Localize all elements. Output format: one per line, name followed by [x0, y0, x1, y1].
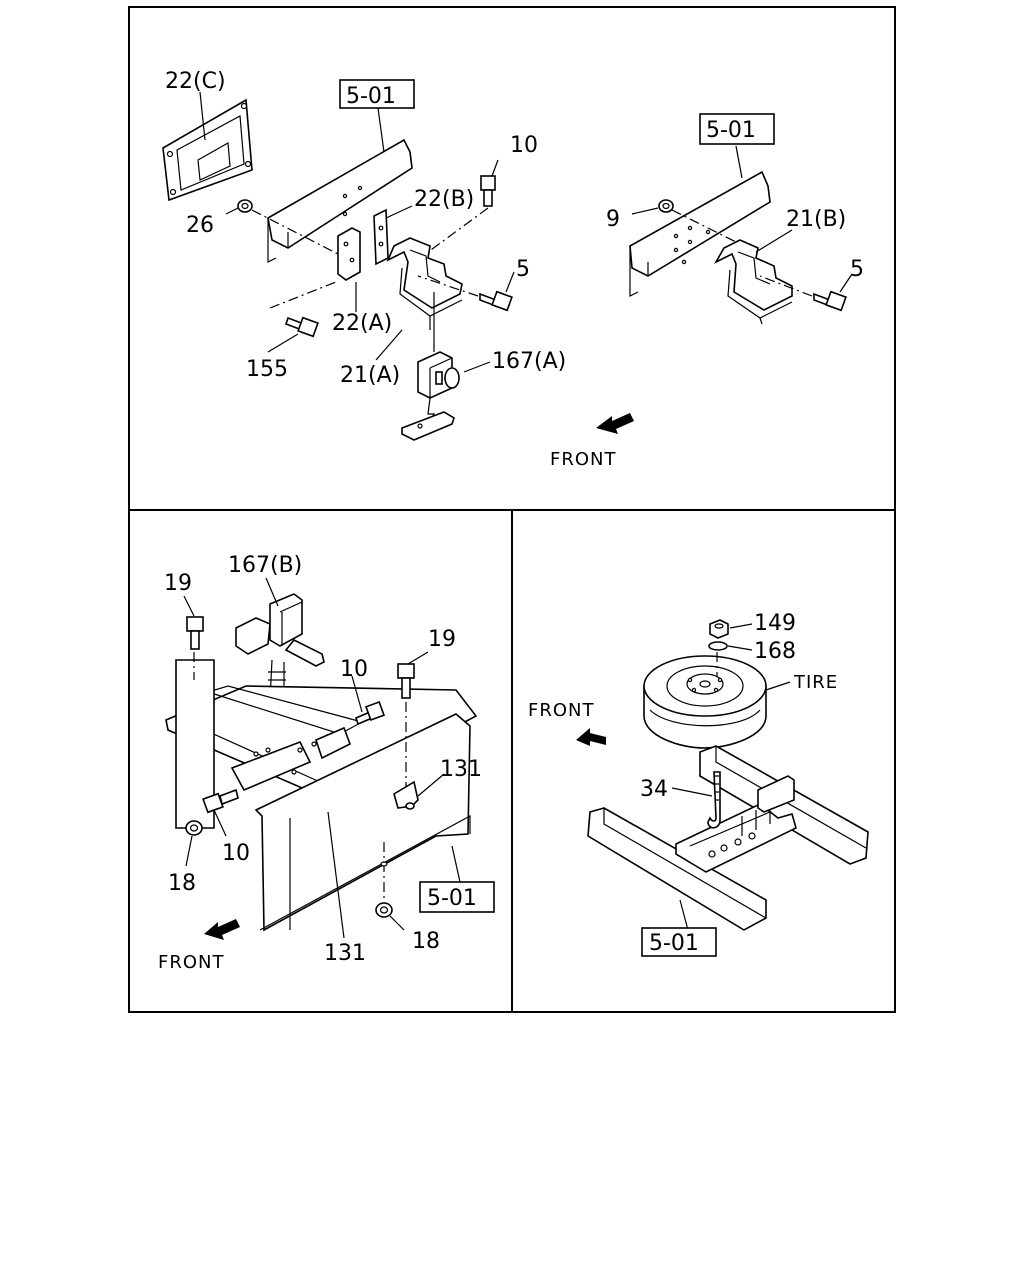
washer-168 — [708, 641, 728, 651]
bolt-10-lower — [202, 788, 239, 814]
label-22b: 22(B) — [414, 187, 474, 212]
nut-149 — [709, 619, 729, 639]
bracket-131-right — [393, 780, 419, 810]
panel-bottom-right: 149 168 TIRE FRONT 34 5-01 — [528, 611, 869, 957]
frame-ref-box-c — [419, 881, 495, 913]
label-bolt-19-left: 19 — [164, 571, 192, 596]
label-bolt-10: 10 — [510, 133, 538, 158]
nut-18-right — [375, 902, 393, 918]
label-hook-34: 34 — [640, 777, 668, 802]
bracket-22c-plate — [162, 98, 253, 202]
label-167b: 167(B) — [228, 553, 302, 578]
label-tire: TIRE — [793, 672, 838, 693]
frame-rail-right — [629, 170, 771, 297]
bolt-5-right — [813, 290, 847, 312]
label-frame-ref-d: 5-01 — [649, 931, 699, 956]
carrier-167a — [401, 292, 460, 441]
front-arrow-bottom-right — [576, 728, 606, 746]
bracket-22b — [373, 208, 389, 266]
carrier-167b — [235, 593, 325, 701]
label-21b: 21(B) — [786, 207, 846, 232]
bracket-22a — [337, 227, 361, 281]
label-131-bottom: 131 — [324, 941, 366, 966]
frame-rail-bottom-right — [587, 745, 869, 931]
label-167a: 167(A) — [492, 349, 566, 374]
label-frame-ref-a: 5-01 — [346, 84, 396, 109]
label-front-bottom-left: FRONT — [158, 952, 225, 973]
bolt-10-top — [480, 175, 496, 207]
label-bolt-10-upper: 10 — [340, 657, 368, 682]
frame-ref-box-d — [641, 927, 717, 957]
label-front-top: FRONT — [550, 449, 617, 470]
label-22a: 22(A) — [332, 311, 392, 336]
label-nut-9: 9 — [606, 207, 620, 232]
label-front-bottom-right: FRONT — [528, 700, 595, 721]
bolt-19-right — [397, 663, 415, 699]
label-nut-149: 149 — [754, 611, 796, 636]
label-bolt-10-lower: 10 — [222, 841, 250, 866]
bolt-5-left — [479, 290, 513, 312]
frame-rail-left — [267, 138, 413, 263]
label-bolt-5-right: 5 — [850, 257, 864, 282]
nut-26 — [237, 199, 253, 213]
bolt-10-upper — [355, 701, 385, 726]
label-frame-ref-b: 5-01 — [706, 118, 756, 143]
front-arrow-top — [596, 413, 634, 434]
bracket-21b — [713, 239, 793, 325]
frame-ref-box-a — [339, 79, 415, 109]
hook-34 — [707, 771, 721, 829]
frame-ref-box-b — [699, 113, 775, 145]
panel-bottom-left: 167(B) 19 19 10 131 10 18 5-01 18 131 FR… — [158, 553, 495, 973]
label-bolt-19-right: 19 — [428, 627, 456, 652]
panel-borders — [128, 6, 896, 1013]
label-bolt-155: 155 — [246, 357, 288, 382]
label-bolt-5-left: 5 — [516, 257, 530, 282]
bolt-19-left — [186, 616, 204, 650]
bolt-155 — [284, 316, 319, 338]
panel-top: 22(C) 5-01 5-01 10 22(B) 26 9 21(B) 5 5 … — [162, 69, 864, 470]
frame-rail-bottom-left — [165, 659, 478, 932]
label-nut-18-left: 18 — [168, 871, 196, 896]
nut-9 — [658, 199, 674, 213]
nut-18-left — [185, 820, 203, 836]
label-nut-18-right: 18 — [412, 929, 440, 954]
label-frame-ref-c: 5-01 — [427, 886, 477, 911]
bracket-21a — [386, 237, 463, 330]
label-131-right: 131 — [440, 757, 482, 782]
label-nut-26: 26 — [186, 213, 214, 238]
spare-tire — [643, 655, 767, 749]
label-22c: 22(C) — [165, 69, 226, 94]
label-21a: 21(A) — [340, 363, 400, 388]
front-arrow-bottom-left — [204, 919, 240, 940]
label-washer-168: 168 — [754, 639, 796, 664]
